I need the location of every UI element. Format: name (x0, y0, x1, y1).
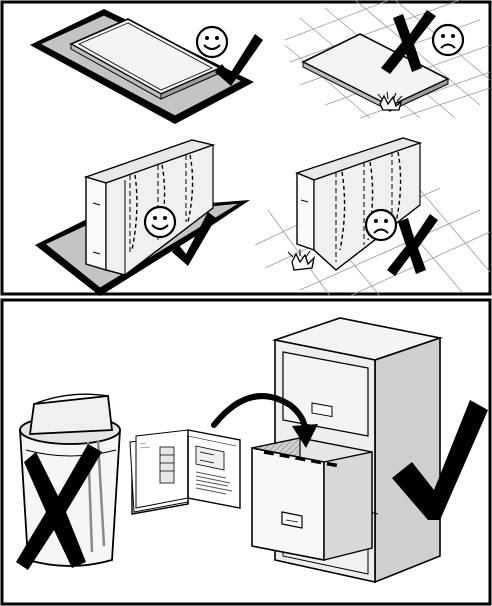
shelf-illustration (160, 447, 174, 483)
frown-icon (366, 210, 396, 240)
smiley-icon (145, 207, 175, 237)
panel-keep-manual (2, 300, 490, 604)
open-drawer (252, 438, 372, 560)
frown-icon (433, 25, 463, 55)
panel-unpack (2, 0, 490, 296)
manual-booklet (130, 430, 240, 514)
smiley-icon (197, 27, 227, 57)
